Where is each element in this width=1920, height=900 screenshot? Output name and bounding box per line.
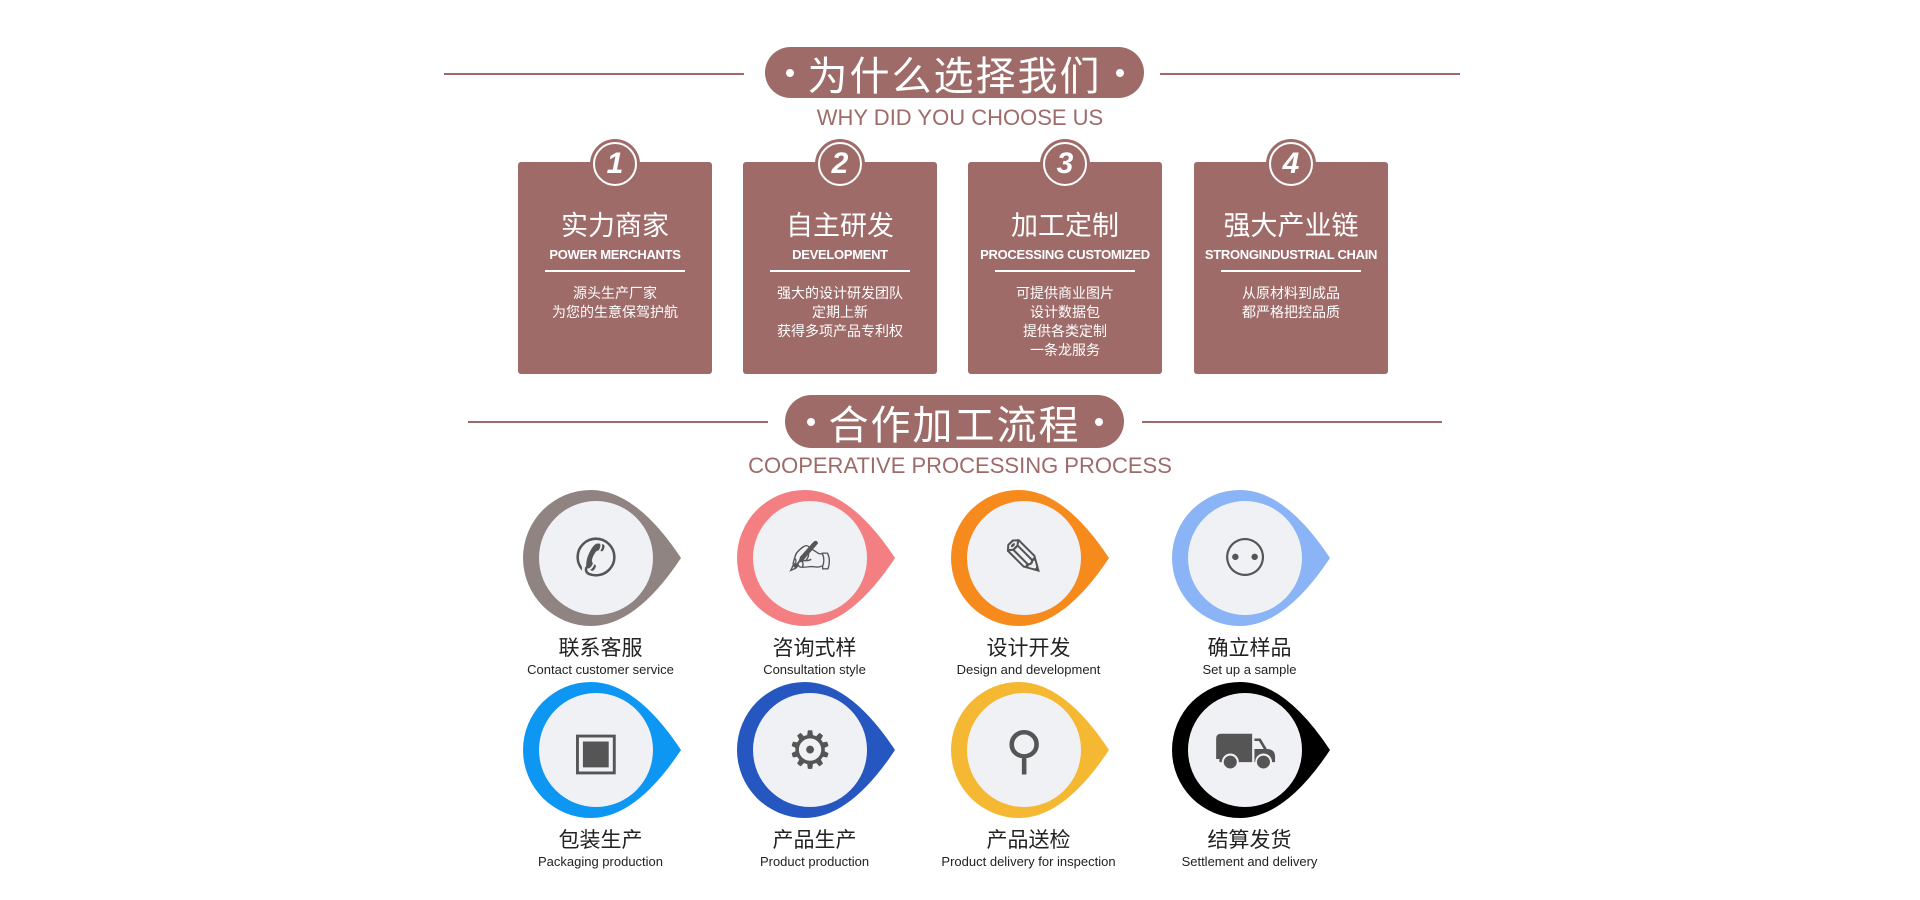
step-title: 产品送检 <box>986 829 1071 852</box>
ruler-pencil-icon: ✎ <box>950 490 1109 626</box>
svg-text:⚙: ⚙ <box>786 722 833 780</box>
card-divider <box>545 270 685 272</box>
card-description-line: 提供各类定制 <box>1023 323 1107 339</box>
card-title: 加工定制 <box>1011 211 1119 241</box>
process-step: ⚇ 确立样品 Set up a sample <box>1157 488 1372 677</box>
svg-text:✆: ✆ <box>574 530 618 588</box>
factory-icon: ⚙ <box>736 682 895 818</box>
section-subtitle: COOPERATIVE PROCESSING PROCESS <box>748 453 1172 478</box>
step-subtitle: Product delivery for inspection <box>941 854 1116 869</box>
feature-card: 4 强大产业链 STRONGINDUSTRIAL CHAIN 从原材料到成品都严… <box>1194 142 1388 374</box>
card-description-line: 源头生产厂家 <box>573 285 657 301</box>
section-title: 为什么选择我们 <box>807 54 1102 99</box>
card-description-line: 强大的设计研发团队 <box>777 285 903 301</box>
section-title: 合作加工流程 <box>828 403 1081 448</box>
step-subtitle: Product production <box>759 854 870 869</box>
step-title: 联系客服 <box>558 637 643 660</box>
step-subtitle: Settlement and delivery <box>1181 854 1318 869</box>
phone-icon: ✆ <box>522 490 681 626</box>
card-description-line: 一条龙服务 <box>1030 342 1100 358</box>
feature-card: 2 自主研发 DEVELOPMENT 强大的设计研发团队定期上新获得多项产品专利… <box>743 142 937 374</box>
process-step: ⚙ 产品生产 Product production <box>722 680 937 869</box>
step-subtitle: Consultation style <box>763 662 866 677</box>
divider-line <box>468 421 768 423</box>
card-description-line: 获得多项产品专利权 <box>777 323 903 339</box>
step-title: 确立样品 <box>1207 637 1292 660</box>
step-title: 包装生产 <box>558 829 643 852</box>
card-number: 1 <box>593 142 637 186</box>
card-subtitle: PROCESSING CUSTOMIZED <box>980 247 1150 262</box>
card-divider <box>1221 270 1361 272</box>
step-title: 结算发货 <box>1207 829 1292 852</box>
card-title: 强大产业链 <box>1223 211 1359 241</box>
card-title: 自主研发 <box>786 211 894 241</box>
card-divider <box>995 270 1135 272</box>
step-subtitle: Set up a sample <box>1202 662 1297 677</box>
step-subtitle: Packaging production <box>537 854 664 869</box>
card-subtitle: POWER MERCHANTS <box>549 247 681 262</box>
card-subtitle: STRONGINDUSTRIAL CHAIN <box>1204 247 1378 262</box>
divider-line <box>444 73 744 75</box>
card-description-line: 从原材料到成品 <box>1242 285 1340 301</box>
svg-text:✍: ✍ <box>788 530 832 588</box>
card-number: 2 <box>818 142 862 186</box>
process-step: ✍ 咨询式样 Consultation style <box>722 488 937 677</box>
card-description-line: 设计数据包 <box>1030 304 1100 320</box>
card-description-line: 定期上新 <box>812 304 868 320</box>
people-icon: ⚇ <box>1171 490 1330 626</box>
divider-line <box>1160 73 1460 75</box>
card-divider <box>770 270 910 272</box>
process-step: ▣ 包装生产 Packaging production <box>508 680 723 869</box>
feature-card: 3 加工定制 PROCESSING CUSTOMIZED 可提供商业图片设计数据… <box>968 142 1162 374</box>
svg-text:⚲: ⚲ <box>1004 722 1042 780</box>
notepad-icon: ✍ <box>736 490 895 626</box>
svg-text:⛟: ⛟ <box>1212 722 1277 780</box>
process-step: ⚲ 产品送检 Product delivery for inspection <box>936 680 1151 869</box>
step-subtitle: Design and development <box>956 662 1101 677</box>
card-subtitle: DEVELOPMENT <box>792 247 888 262</box>
step-title: 咨询式样 <box>772 637 857 660</box>
inspection-icon: ⚲ <box>950 682 1109 818</box>
process-step: ⛟ 结算发货 Settlement and delivery <box>1157 680 1372 869</box>
process-step: ✎ 设计开发 Design and development <box>936 488 1151 677</box>
step-title: 设计开发 <box>986 637 1071 660</box>
card-description-line: 都严格把控品质 <box>1242 304 1340 320</box>
step-subtitle: Contact customer service <box>527 662 674 677</box>
card-number: 3 <box>1043 142 1087 186</box>
card-title: 实力商家 <box>561 211 669 241</box>
svg-text:✎: ✎ <box>1002 530 1046 588</box>
step-title: 产品生产 <box>772 829 857 852</box>
svg-text:▣: ▣ <box>571 722 620 780</box>
card-description-line: 可提供商业图片 <box>1016 285 1114 301</box>
card-number: 4 <box>1269 142 1313 186</box>
process-step: ✆ 联系客服 Contact customer service <box>508 488 723 677</box>
section-title-pill: 为什么选择我们 <box>765 47 1144 99</box>
truck-icon: ⛟ <box>1171 682 1330 818</box>
divider-line <box>1142 421 1442 423</box>
box-icon: ▣ <box>522 682 681 818</box>
section-title-pill: 合作加工流程 <box>785 395 1124 448</box>
card-description-line: 为您的生意保驾护航 <box>552 304 678 320</box>
svg-text:⚇: ⚇ <box>1221 530 1268 588</box>
feature-card: 1 实力商家 POWER MERCHANTS 源头生产厂家为您的生意保驾护航 <box>518 142 712 374</box>
section-subtitle: WHY DID YOU CHOOSE US <box>816 105 1104 130</box>
